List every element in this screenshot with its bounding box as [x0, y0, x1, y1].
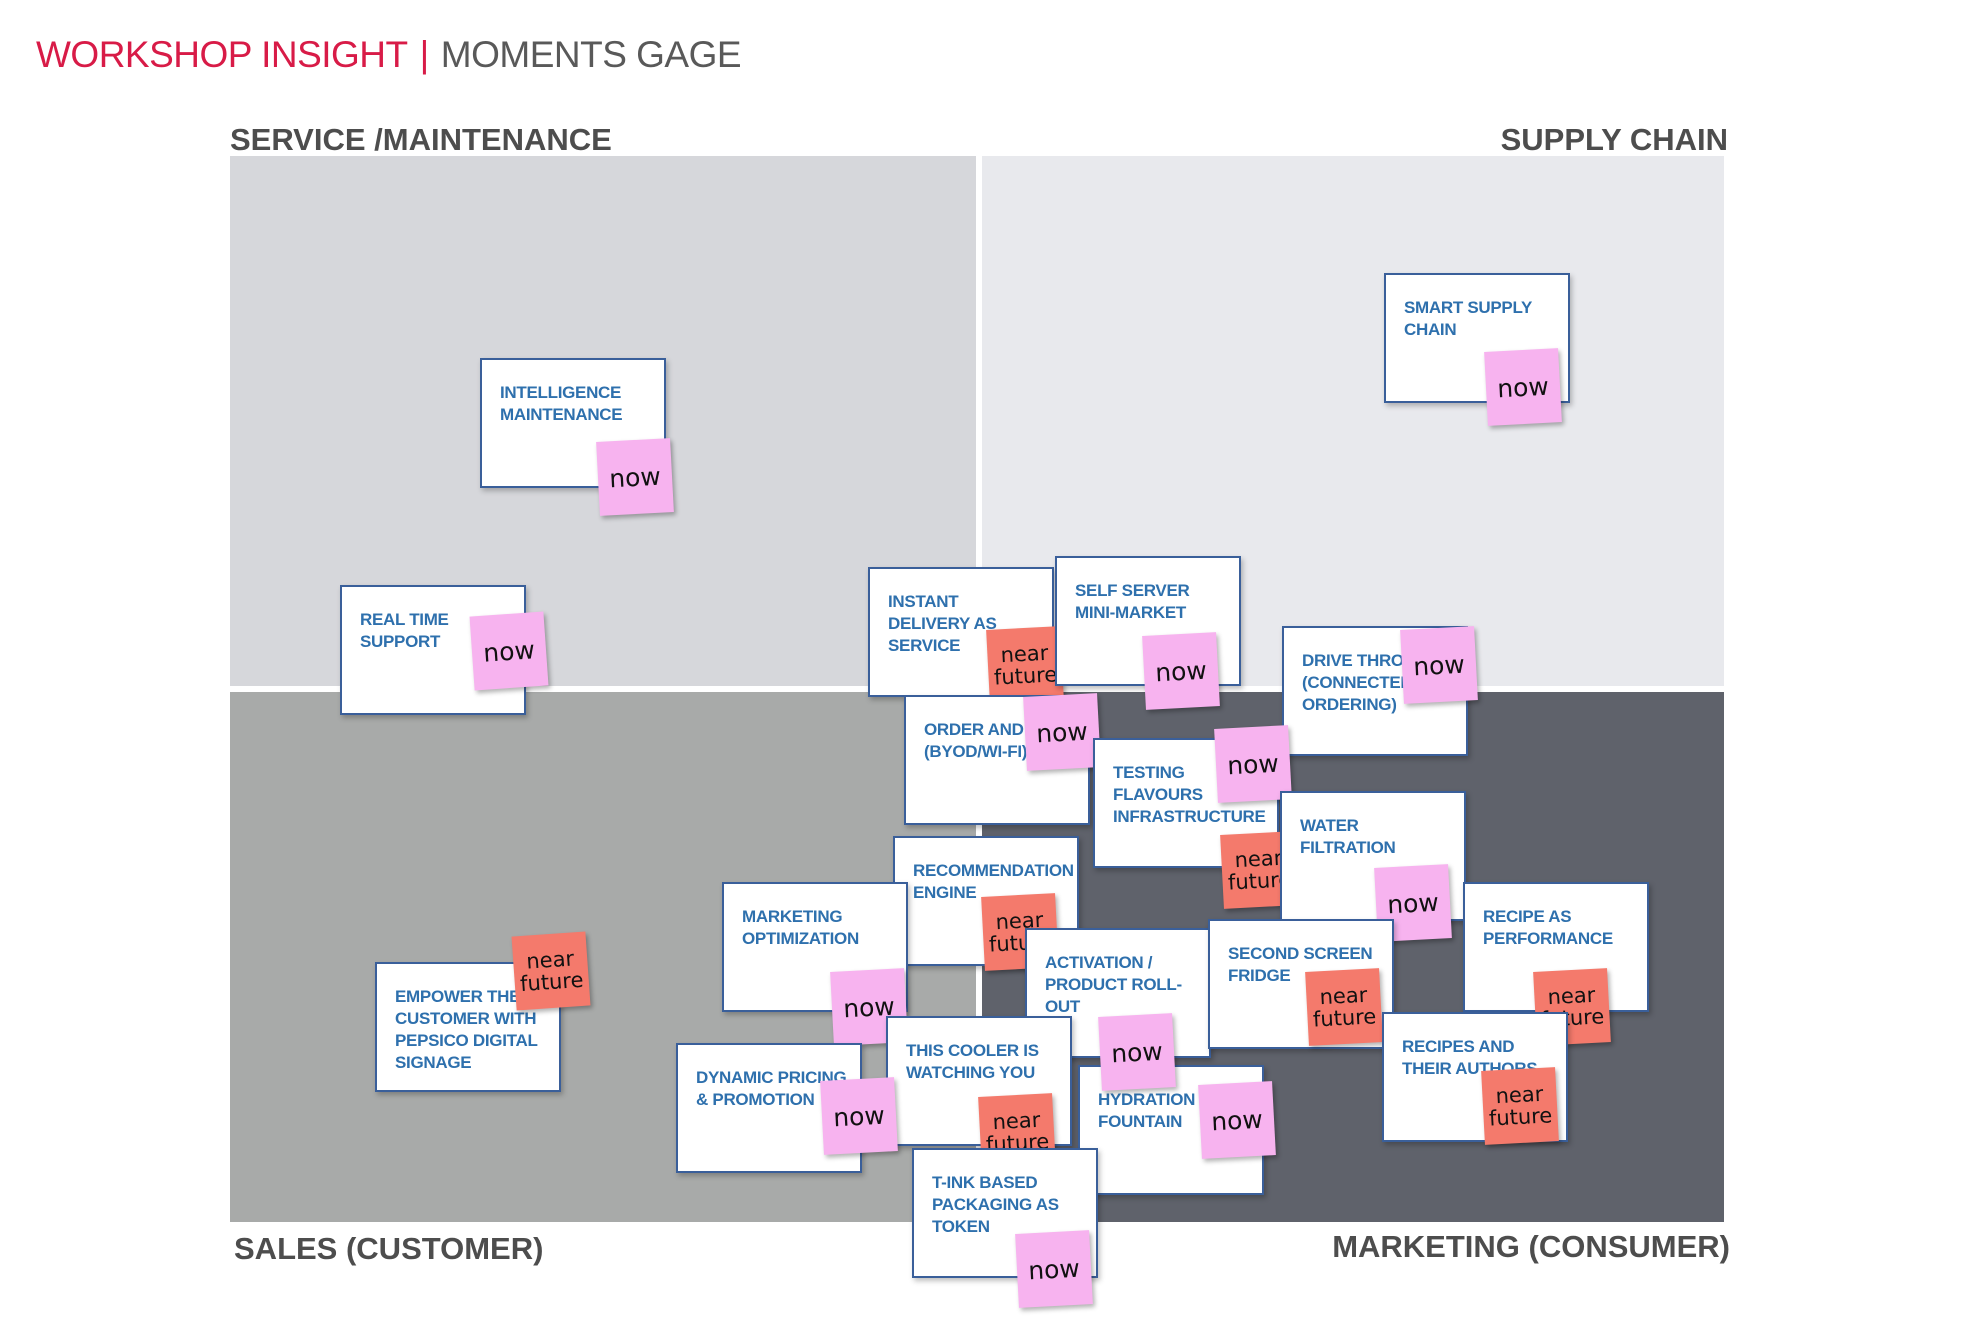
now-sticky-note[interactable]: now [1142, 632, 1220, 710]
now-sticky-note[interactable]: now [820, 1077, 898, 1155]
page-header: WORKSHOP INSIGHT |MOMENTS GAGE [36, 34, 742, 76]
idea-card-real-time-support[interactable]: REAL TIME SUPPORT [340, 585, 526, 715]
idea-card-label: SECOND SCREEN FRIDGE [1228, 944, 1373, 985]
near-future-sticky-note[interactable]: near future [1481, 1067, 1559, 1145]
idea-card-recipe-as-performance[interactable]: RECIPE AS PERFORMANCE [1463, 882, 1649, 1012]
idea-card-label: INSTANT DELIVERY AS SERVICE [888, 592, 997, 655]
idea-card-label: RECOMMENDATION ENGINE [913, 861, 1074, 902]
now-sticky-note[interactable]: now [596, 438, 674, 516]
quadrant-label-marketing: MARKETING (CONSUMER) [1332, 1229, 1730, 1264]
idea-card-label: SELF SERVER MINI-MARKET [1075, 581, 1190, 622]
idea-card-label: T-INK BASED PACKAGING AS TOKEN [932, 1173, 1059, 1236]
quadrant-label-service: SERVICE /MAINTENANCE [230, 122, 612, 157]
idea-card-label: TESTING FLAVOURS INFRASTRUCTURE [1113, 763, 1266, 826]
idea-card-label: WATER FILTRATION [1300, 816, 1396, 857]
idea-card-label: ACTIVATION / PRODUCT ROLL-OUT [1045, 953, 1182, 1016]
idea-card-label: EMPOWER THE CUSTOMER WITH PEPSICO DIGITA… [395, 987, 538, 1072]
idea-card-label: THIS COOLER IS WATCHING YOU [906, 1041, 1039, 1082]
now-sticky-note[interactable]: now [1023, 693, 1101, 771]
idea-card-label: SMART SUPPLY CHAIN [1404, 298, 1532, 339]
now-sticky-note[interactable]: now [1484, 348, 1562, 426]
now-sticky-note[interactable]: now [1198, 1081, 1276, 1159]
idea-card-label: MARKETING OPTIMIZATION [742, 907, 859, 948]
title-separator: | [419, 34, 430, 75]
page-subtitle: MOMENTS GAGE [440, 34, 742, 75]
near-future-sticky-note[interactable]: near future [511, 931, 591, 1011]
idea-card-label: INTELLIGENCE MAINTENANCE [500, 383, 623, 424]
now-sticky-note[interactable]: now [1400, 626, 1478, 704]
idea-card-label: REAL TIME SUPPORT [360, 610, 449, 651]
near-future-sticky-note[interactable]: near future [1305, 968, 1383, 1046]
now-sticky-note[interactable]: now [1098, 1013, 1176, 1091]
near-future-sticky-note[interactable]: near future [986, 626, 1064, 704]
now-sticky-note[interactable]: now [1015, 1230, 1093, 1308]
quadrant-label-sales: SALES (CUSTOMER) [234, 1231, 544, 1266]
page-title: WORKSHOP INSIGHT [36, 34, 408, 75]
idea-card-label: DYNAMIC PRICING & PROMOTION [696, 1068, 847, 1109]
idea-card-label: HYDRATION FOUNTAIN [1098, 1090, 1196, 1131]
quadrant-label-supply-chain: SUPPLY CHAIN [1500, 122, 1728, 157]
idea-card-label: RECIPE AS PERFORMANCE [1483, 907, 1613, 948]
now-sticky-note[interactable]: now [469, 611, 549, 691]
idea-card-this-cooler-is-watching-you[interactable]: THIS COOLER IS WATCHING YOU [886, 1016, 1072, 1146]
